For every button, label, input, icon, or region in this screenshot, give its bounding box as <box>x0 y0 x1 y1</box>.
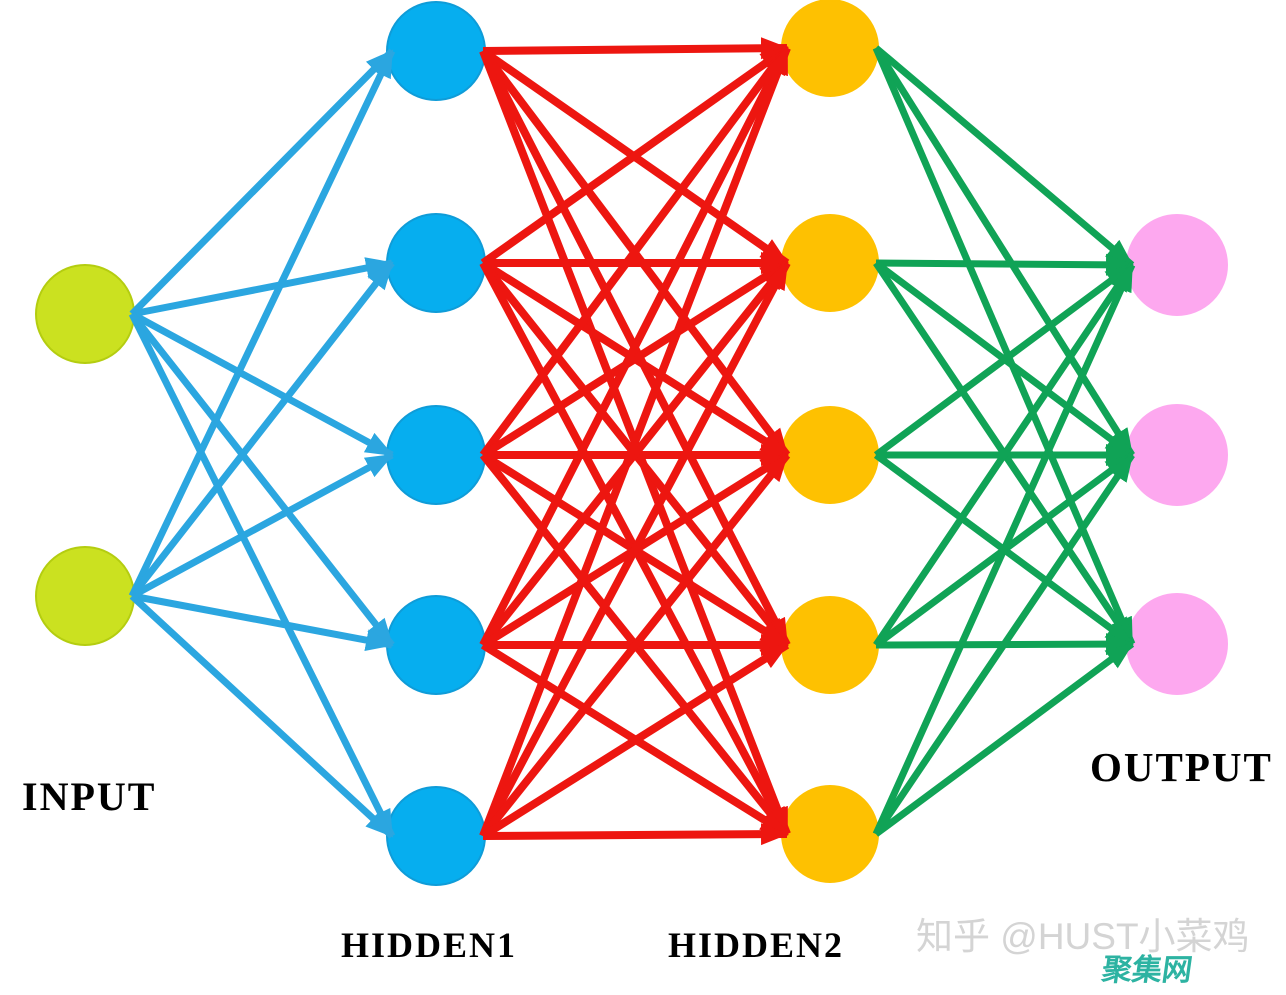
hidden1-node-5 <box>386 786 486 886</box>
hidden2-to-output-connection <box>873 453 1135 836</box>
hidden1-to-hidden2-connection <box>479 452 791 839</box>
input-to-hidden1-connection <box>131 592 394 651</box>
hidden2-to-output-connection <box>875 253 1134 276</box>
hidden1-node-4 <box>386 595 486 695</box>
hidden1-node-3 <box>386 405 486 505</box>
hidden1-to-hidden2-connection <box>479 46 791 647</box>
hidden2-node-4 <box>781 596 879 694</box>
input-to-hidden1-connection <box>130 310 394 459</box>
output-node-1 <box>1126 214 1228 316</box>
watermark-credit: 知乎 @HUST小菜鸡 <box>916 916 1250 957</box>
hidden2-node-3 <box>781 406 879 504</box>
input-to-hidden1-connection <box>128 49 396 598</box>
hidden2-node-5 <box>781 785 879 883</box>
output-layer-label: OUTPUT <box>1090 744 1273 790</box>
hidden2-layer-label: HIDDEN2 <box>668 925 845 965</box>
hidden1-node-1 <box>386 1 486 101</box>
hidden2-node-1 <box>781 0 879 97</box>
input-to-hidden1-connection <box>131 257 394 318</box>
hidden2-to-output-connection <box>873 263 1135 647</box>
hidden1-to-hidden2-connection <box>480 641 790 840</box>
hidden2-node-2 <box>781 214 879 312</box>
output-node-2 <box>1126 404 1228 506</box>
input-layer-label: INPUT <box>22 774 157 819</box>
hidden1-to-hidden2-connection <box>479 260 791 648</box>
input-to-hidden1-connection <box>128 312 396 838</box>
hidden1-to-hidden2-connection <box>479 261 791 838</box>
hidden1-to-hidden2-connection <box>482 823 789 846</box>
hidden2-to-output-connection <box>873 45 1135 268</box>
input-node-2 <box>35 546 135 646</box>
input-to-hidden1-connection <box>129 48 395 317</box>
hidden1-to-hidden2-connection <box>482 37 789 60</box>
output-node-3 <box>1126 593 1228 695</box>
input-to-hidden1-connection <box>129 593 395 839</box>
hidden2-to-output-connection <box>872 263 1136 836</box>
watermark-site: 聚集网 <box>1099 954 1195 987</box>
hidden2-to-output-connection <box>873 262 1135 458</box>
hidden1-layer-label: HIDDEN1 <box>341 925 518 965</box>
input-to-hidden1-connection <box>130 451 394 600</box>
hidden2-to-output-connection <box>873 641 1135 837</box>
input-to-hidden1-connection <box>129 311 395 648</box>
hidden2-to-output-connection <box>872 46 1136 646</box>
hidden1-node-2 <box>386 213 486 313</box>
hidden1-to-hidden2-connection <box>480 259 790 459</box>
hidden2-to-output-connection <box>873 46 1135 457</box>
input-node-1 <box>35 264 135 364</box>
hidden1-to-hidden2-connection <box>479 46 791 838</box>
hidden1-to-hidden2-connection <box>480 44 790 267</box>
input-to-hidden1-connection <box>129 260 395 599</box>
hidden1-to-hidden2-connection <box>479 45 791 458</box>
